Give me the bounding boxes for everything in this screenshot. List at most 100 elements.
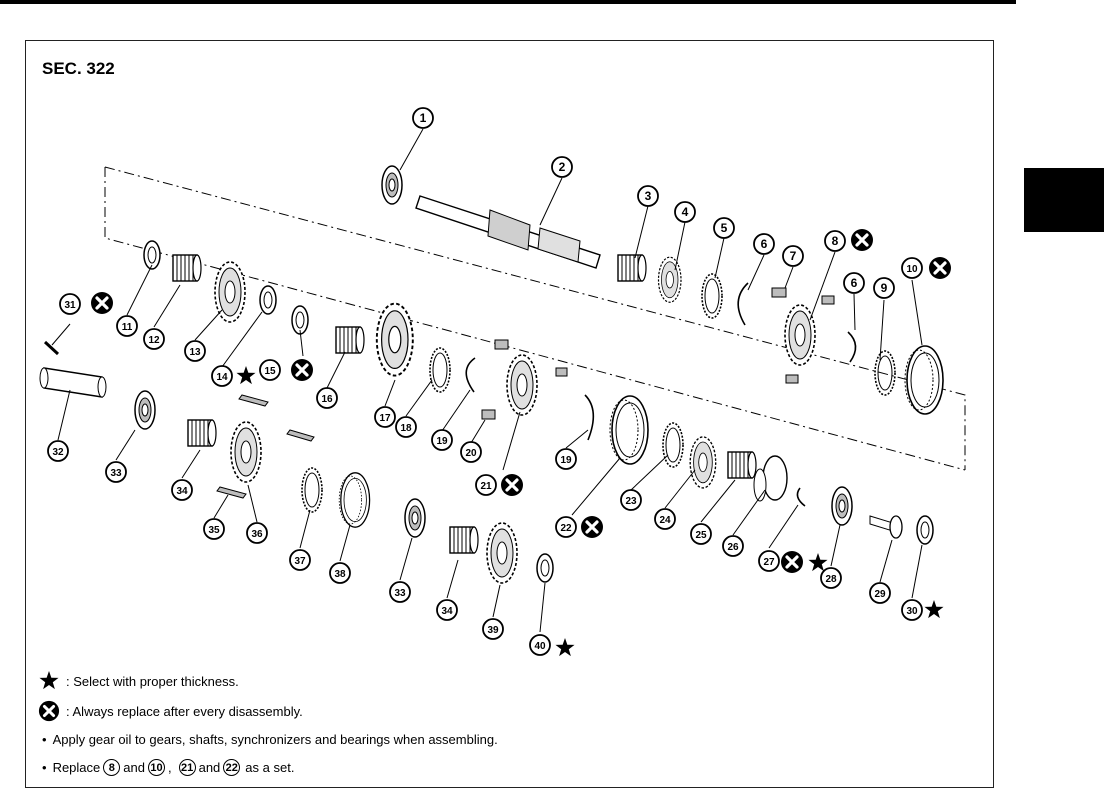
- callout-number: 26: [727, 542, 739, 553]
- callout-number: 14: [216, 372, 228, 383]
- callout-35: 35: [203, 518, 225, 540]
- callout-37: 37: [289, 549, 311, 571]
- callout-number: 5: [721, 221, 728, 235]
- callout-36: 36: [246, 522, 268, 544]
- callout-number: 40: [534, 641, 546, 652]
- callout-24: 24: [654, 508, 676, 530]
- callout-labels: 1234567891011121314156161718192021192223…: [47, 107, 923, 656]
- callout-number: 13: [189, 347, 201, 358]
- part-ref-21: 21: [178, 759, 196, 776]
- callout-27: 27: [758, 550, 780, 572]
- callout-34: 34: [436, 599, 458, 621]
- part-ref-10: 10: [147, 759, 165, 776]
- callout-31: 31: [59, 293, 81, 315]
- callout-number: 32: [52, 447, 64, 458]
- section-label: SEC. 322: [42, 59, 115, 78]
- top-rule: [0, 0, 1016, 4]
- callout-number: 29: [874, 589, 886, 600]
- callout-10: 10: [901, 257, 923, 279]
- callout-34: 34: [171, 479, 193, 501]
- bushing-part: [753, 455, 788, 502]
- callout-number: 30: [906, 606, 918, 617]
- callout-9: 9: [873, 277, 895, 299]
- callout-20: 20: [460, 441, 482, 463]
- star-icon: [39, 671, 59, 690]
- callout-33: 33: [389, 581, 411, 603]
- callout-25: 25: [690, 523, 712, 545]
- callout-number: 34: [441, 606, 453, 617]
- callout-5: 5: [713, 217, 735, 239]
- legend-always-replace: : Always replace after every disassembly…: [38, 700, 303, 722]
- diagram-frame: [25, 40, 994, 788]
- bolt-part: [869, 515, 903, 539]
- callout-number: 11: [122, 322, 133, 333]
- callout-number: 19: [560, 455, 572, 466]
- callout-number: 38: [334, 569, 346, 580]
- callout-number: 24: [659, 515, 671, 526]
- callout-16: 16: [316, 387, 338, 409]
- callout-number: 3: [645, 189, 652, 203]
- callout-number: 33: [394, 588, 406, 599]
- callout-12: 12: [143, 328, 165, 350]
- callout-6: 6: [843, 272, 865, 294]
- note-replace-prefix: Replace: [52, 760, 101, 775]
- callout-2: 2: [551, 156, 573, 178]
- note-and-2: and: [198, 760, 221, 775]
- callout-4: 4: [674, 201, 696, 223]
- callout-number: 35: [208, 525, 220, 536]
- bullet: •: [42, 732, 47, 747]
- callout-23: 23: [620, 489, 642, 511]
- callout-number: 6: [851, 276, 858, 290]
- note-and-1: and: [123, 760, 145, 775]
- callout-number: 31: [64, 300, 76, 311]
- note-replace-set: • Replace 8 and 10 , 21 and 22 as a set.: [42, 759, 294, 776]
- callout-13: 13: [184, 340, 206, 362]
- section-thumb-tab: [1024, 168, 1104, 232]
- callout-22: 22: [555, 516, 577, 538]
- callout-number: 20: [465, 448, 477, 459]
- replace-x-icon: [38, 700, 60, 722]
- callout-30: 30: [901, 599, 923, 621]
- note-gear-oil: • Apply gear oil to gears, shafts, synch…: [42, 732, 498, 747]
- note-suffix: as a set.: [245, 760, 295, 775]
- part-ref-8: 8: [103, 759, 121, 776]
- callout-39: 39: [482, 618, 504, 640]
- callout-number: 22: [560, 523, 572, 534]
- callout-number: 25: [695, 530, 707, 541]
- legend-star-text: : Select with proper thickness.: [66, 673, 239, 689]
- callout-number: 9: [881, 281, 888, 295]
- callout-33: 33: [105, 461, 127, 483]
- callout-15: 15: [259, 359, 281, 381]
- callout-number: 2: [559, 160, 566, 174]
- callout-number: 16: [321, 394, 333, 405]
- callout-6: 6: [753, 233, 775, 255]
- callout-17: 17: [374, 406, 396, 428]
- callout-number: 1: [420, 111, 427, 125]
- callout-number: 12: [148, 335, 160, 346]
- callout-1: 1: [412, 107, 434, 129]
- legend-select-thickness: : Select with proper thickness.: [38, 670, 239, 692]
- callout-number: 15: [264, 366, 276, 377]
- callout-19: 19: [555, 448, 577, 470]
- mainshaft-part: [415, 195, 601, 269]
- note-gear-oil-text: Apply gear oil to gears, shafts, synchro…: [52, 732, 498, 747]
- callout-number: 8: [832, 234, 839, 248]
- callout-18: 18: [395, 416, 417, 438]
- callout-number: 36: [251, 529, 263, 540]
- callout-number: 17: [379, 413, 391, 424]
- callout-3: 3: [637, 185, 659, 207]
- callout-21: 21: [475, 474, 497, 496]
- note-comma: ,: [167, 760, 172, 775]
- callout-number: 19: [436, 436, 448, 447]
- callout-number: 23: [625, 496, 637, 507]
- callout-32: 32: [47, 440, 69, 462]
- callout-29: 29: [869, 582, 891, 604]
- callout-number: 34: [176, 486, 188, 497]
- callout-19: 19: [431, 429, 453, 451]
- callout-number: 6: [761, 237, 768, 251]
- callout-number: 4: [682, 205, 689, 219]
- bullet: •: [42, 760, 47, 775]
- callout-number: 28: [825, 574, 837, 585]
- callout-26: 26: [722, 535, 744, 557]
- callout-8: 8: [824, 230, 846, 252]
